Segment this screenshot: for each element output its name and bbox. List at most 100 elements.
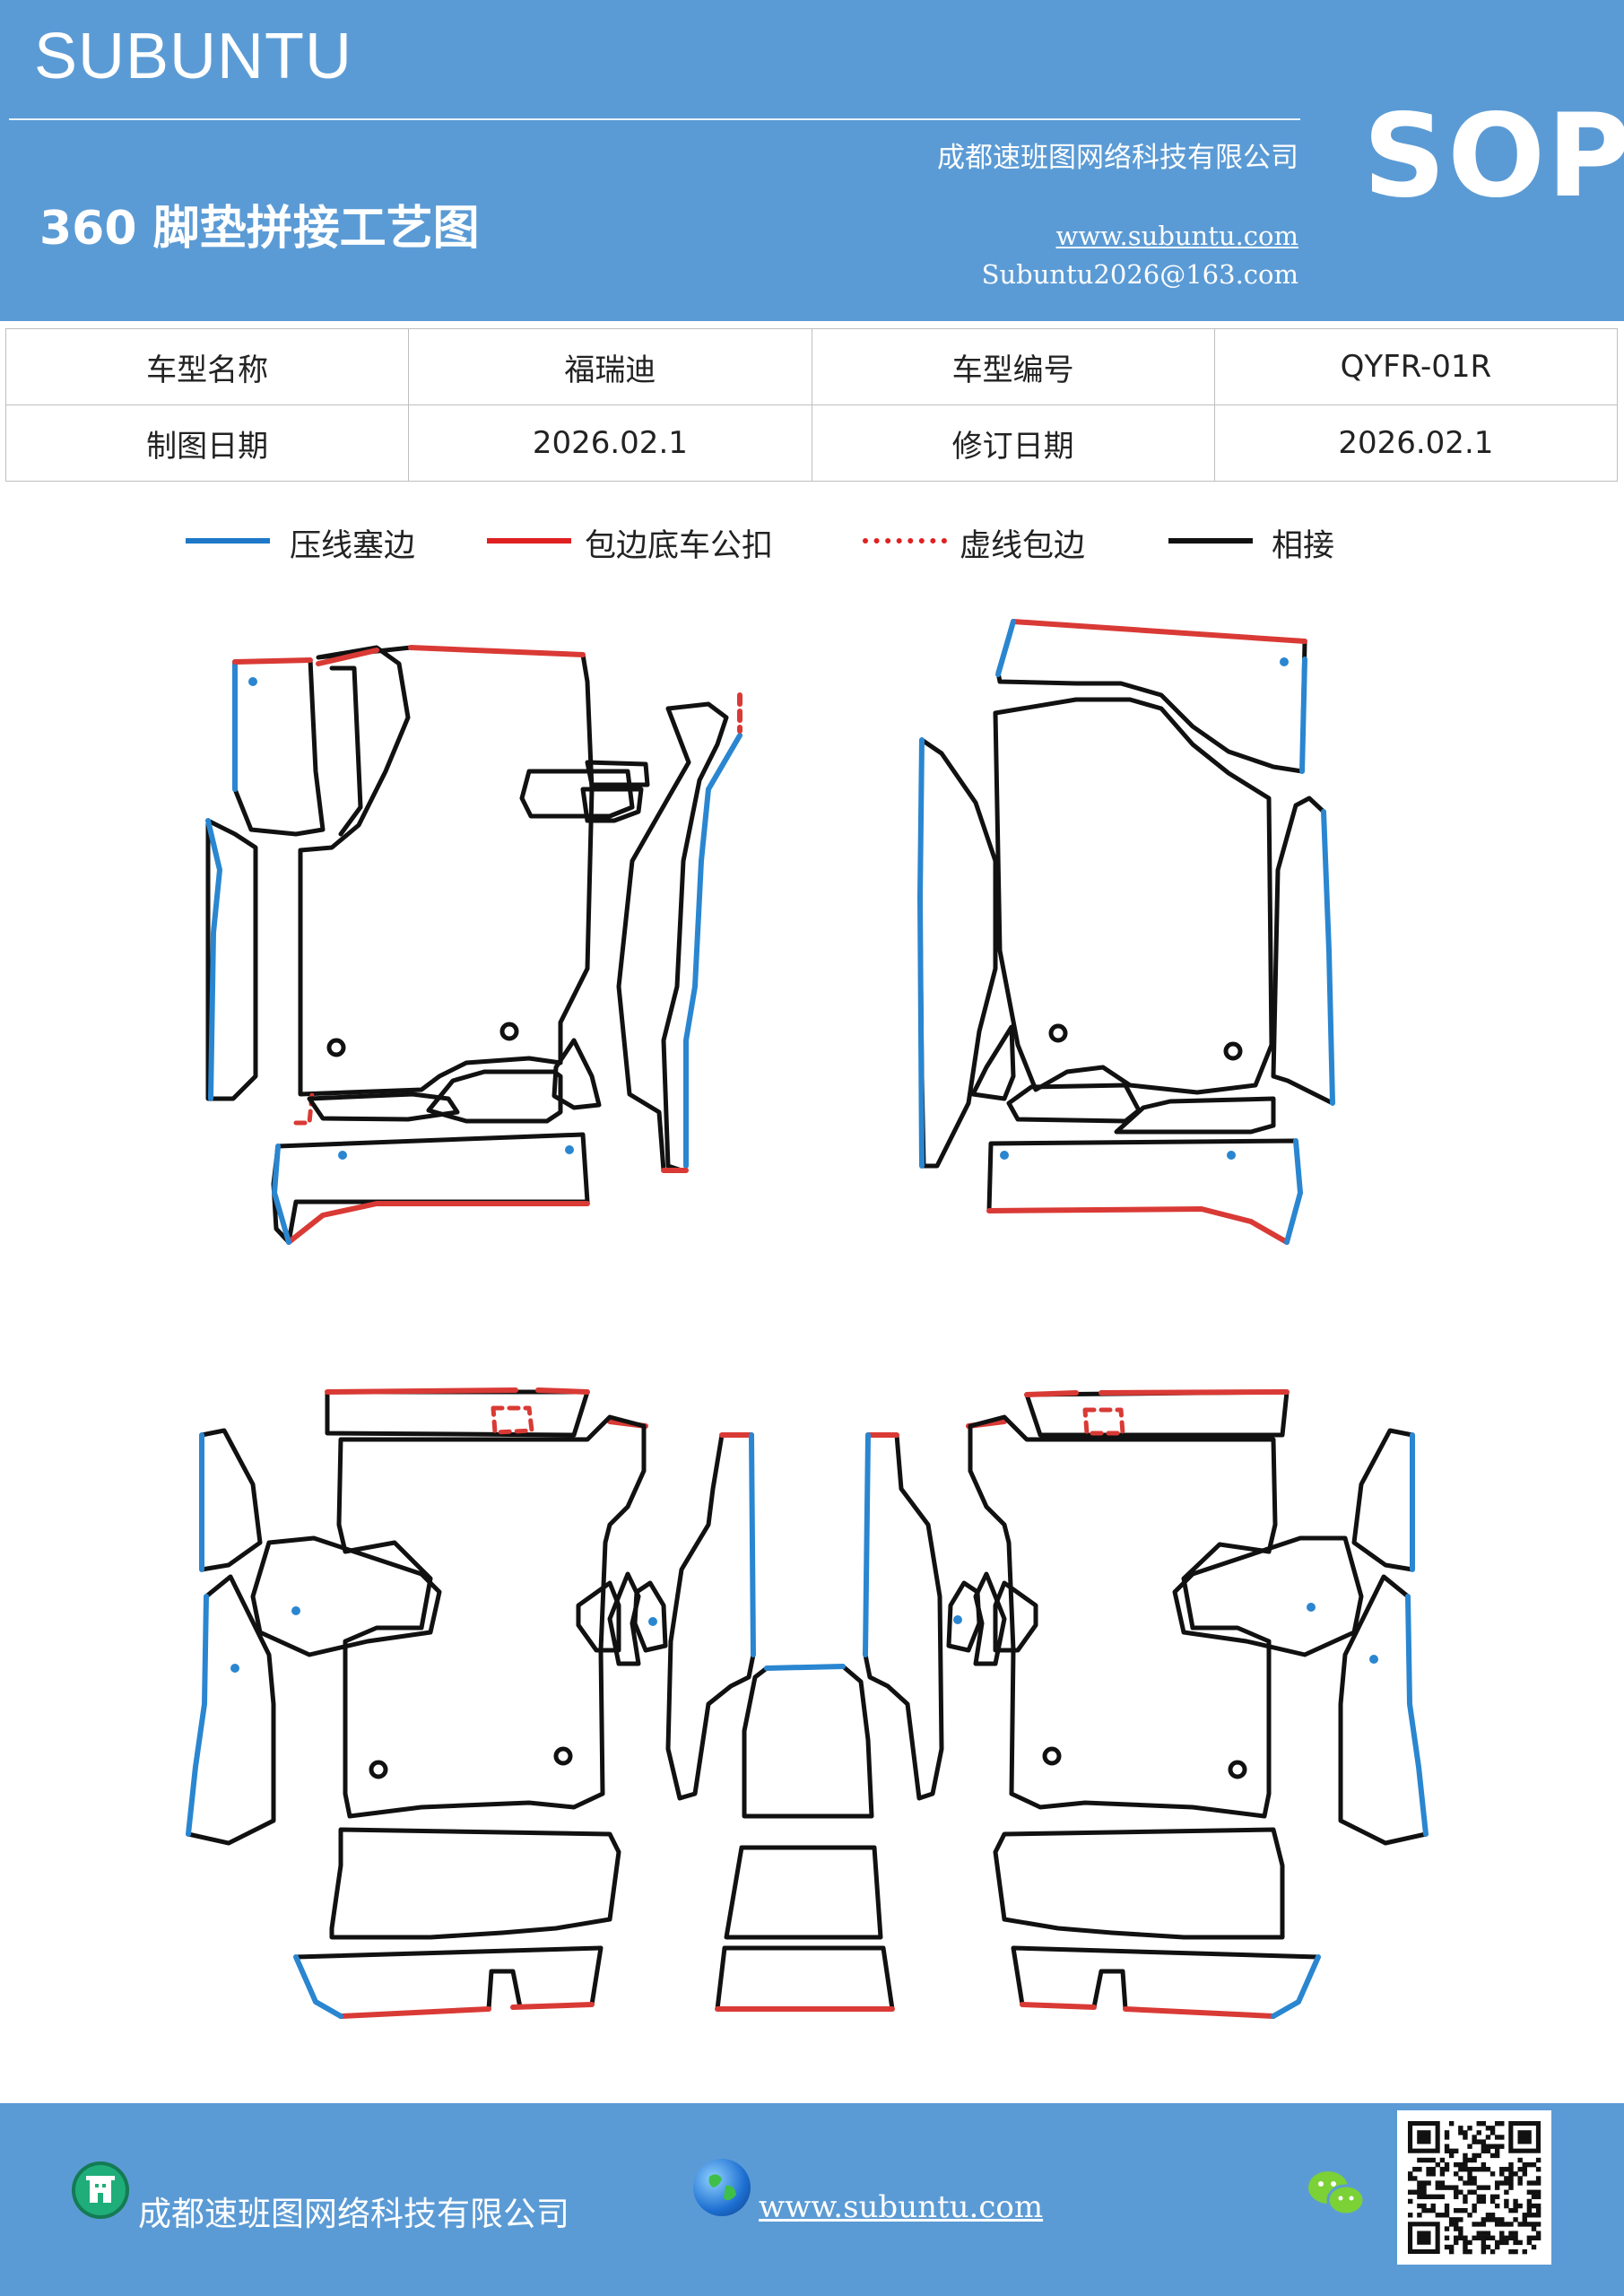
vehicle-info-table: 车型名称 福瑞迪 车型编号 QYFR-01R 制图日期 2026.02.1 修订… <box>4 328 1619 482</box>
rear-right-mats <box>946 1389 1429 2019</box>
mat-outline <box>232 657 326 837</box>
mat-outline <box>973 1571 1007 1666</box>
mat-edge-blue <box>863 1432 871 1657</box>
legend-swatch-red <box>487 538 571 544</box>
mat-outline <box>1172 1535 1364 1657</box>
mat-outline <box>199 1428 263 1572</box>
mat-outline <box>336 1414 647 1819</box>
mat-outline <box>995 619 1307 774</box>
globe-icon <box>693 2159 751 2216</box>
mat-outline <box>585 760 650 787</box>
mat-outline <box>250 1535 442 1657</box>
clip-dot <box>338 1151 347 1160</box>
mat-outline <box>946 1580 982 1653</box>
eyelet <box>1048 1023 1068 1043</box>
mat-edge-red-dashed <box>491 1405 534 1435</box>
sop-badge: SOP <box>1363 90 1624 223</box>
mat-outline <box>607 1571 641 1666</box>
mat-outline <box>715 1945 895 2012</box>
clip-dot <box>953 1615 962 1624</box>
mat-outline <box>993 697 1274 1095</box>
eyelet <box>499 1022 519 1041</box>
mat-outline <box>325 1389 590 1438</box>
legend-swatch-blue <box>186 538 270 544</box>
eyelet <box>1228 1760 1247 1779</box>
clip-dot <box>230 1664 239 1673</box>
mat-edge-red-dashed <box>1082 1407 1125 1436</box>
cell-draw-date-label: 制图日期 <box>4 404 410 482</box>
cell-model-name-label: 车型名称 <box>4 328 410 405</box>
mat-outline <box>307 1091 460 1122</box>
mat-outline <box>742 1664 874 1819</box>
rear-left-mats <box>186 1387 668 2019</box>
mat-edge-blue <box>272 1144 291 1245</box>
mat-outline <box>1114 1096 1276 1135</box>
mat-edge-red <box>986 1206 1290 1245</box>
mat-outline <box>968 1414 1278 1819</box>
mat-edge-blue <box>764 1664 846 1671</box>
eyelet <box>326 1038 346 1057</box>
mat-edge-blue <box>683 733 743 1169</box>
mat-edge-blue <box>1271 1954 1321 2019</box>
rear-center-mats <box>665 1432 944 2012</box>
footer-website-link[interactable]: www.subuntu.com <box>759 2189 1044 2225</box>
mat-outline <box>993 1580 1038 1653</box>
mat-edge-blue <box>186 1594 209 1837</box>
mat-outline <box>580 787 644 823</box>
legend-swatch-black <box>1168 538 1253 544</box>
mat-outline <box>329 665 363 837</box>
mat-edge-red <box>1020 2002 1276 2019</box>
mat-edge-blue <box>205 818 222 1101</box>
mat-edge-blue <box>1299 657 1307 774</box>
cell-model-code-label: 车型编号 <box>811 328 1215 405</box>
cell-model-code-value: QYFR-01R <box>1213 328 1619 405</box>
legend-label: 相接 <box>1272 528 1335 564</box>
header-website-link[interactable]: www.subuntu.com <box>1055 221 1298 251</box>
mat-outline <box>1024 1389 1290 1438</box>
mat-edge-blue <box>293 1954 343 2019</box>
mat-outline <box>986 1138 1303 1245</box>
mat-outline <box>329 1827 621 1940</box>
mat-edge-red <box>1024 1389 1290 1397</box>
table-row: 车型名称 福瑞迪 车型编号 QYFR-01R <box>4 328 1619 405</box>
cell-model-name-value: 福瑞迪 <box>408 328 812 405</box>
legend-swatch-red-dashed <box>863 538 947 544</box>
header-company: 成都速班图网络科技有限公司 <box>937 142 1298 174</box>
mat-outline <box>298 645 595 1097</box>
clip-dot <box>291 1606 300 1615</box>
cell-revise-date-label: 修订日期 <box>811 404 1215 482</box>
clip-dot <box>1369 1655 1378 1664</box>
cell-draw-date-value: 2026.02.1 <box>408 404 812 482</box>
front-left-mats <box>205 645 743 1245</box>
eyelet <box>369 1760 388 1779</box>
page-title: 360 脚垫拼接工艺图 <box>39 202 480 256</box>
clip-dot <box>248 677 257 686</box>
mat-edge-red <box>325 1387 590 1395</box>
mat-outline <box>970 1024 1016 1101</box>
legend-label: 包边底车公扣 <box>585 528 774 564</box>
mat-edge-red <box>408 645 586 657</box>
brand-logo-text: SUBUNTU <box>34 21 353 92</box>
qr-code <box>1397 2110 1551 2265</box>
clip-dot <box>648 1617 657 1626</box>
legend-label: 虚线包边 <box>960 528 1086 564</box>
wechat-icon <box>1305 2166 1368 2220</box>
mat-outline <box>993 1827 1285 1940</box>
header-banner <box>0 0 1624 321</box>
mat-edge-red <box>232 657 313 665</box>
mat-outline <box>1006 1083 1142 1124</box>
building-icon <box>72 2161 129 2219</box>
mat-outline <box>519 769 635 819</box>
clip-dot <box>565 1145 574 1154</box>
eyelet <box>1042 1746 1062 1766</box>
clip-dot <box>1000 1151 1009 1160</box>
mat-edge-red <box>316 648 379 666</box>
clip-dot <box>1307 1603 1316 1612</box>
mat-outline <box>576 1580 621 1653</box>
mat-outline <box>917 737 998 1169</box>
clip-dot <box>1280 657 1289 666</box>
mat-edge-red <box>286 1201 590 1245</box>
eyelet <box>553 1746 573 1766</box>
mat-outline <box>426 1069 563 1124</box>
mat-outline <box>665 1432 756 1801</box>
